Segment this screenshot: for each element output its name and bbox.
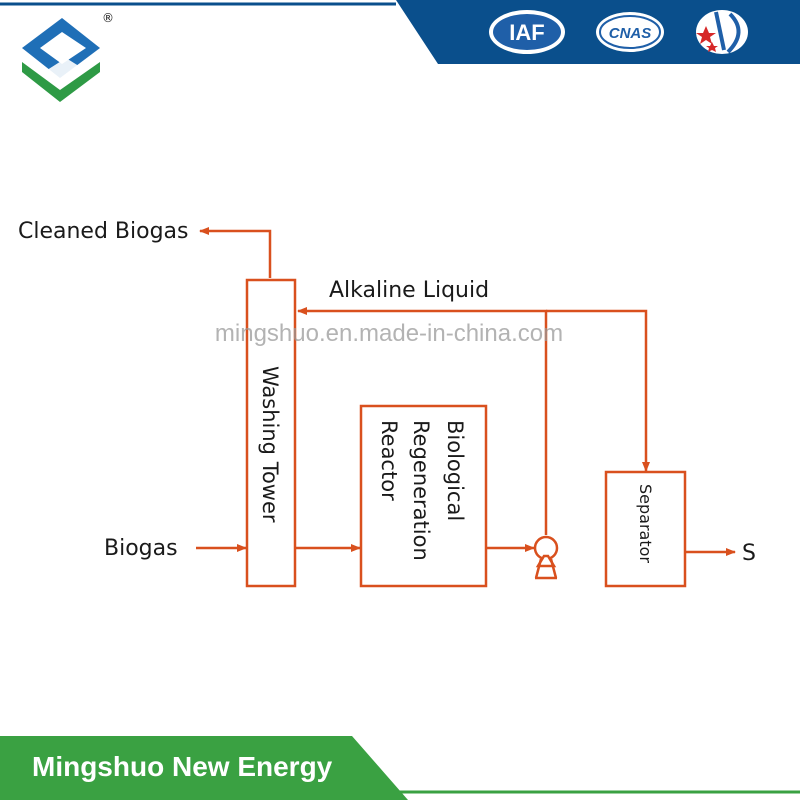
- cleaned-biogas-line: [199, 227, 272, 278]
- registered-mark: ®: [102, 11, 114, 25]
- cleaned-biogas-label: Cleaned Biogas: [18, 219, 189, 244]
- reactor-label-line3: Reactor: [377, 420, 401, 501]
- cnas-badge-text: CNAS: [609, 25, 652, 42]
- footer-band: [0, 736, 408, 800]
- mingshuo-logo-icon: [22, 18, 100, 102]
- header: ® IAF CNAS: [0, 0, 800, 102]
- process-diagram: [196, 227, 736, 588]
- biogas-label: Biogas: [104, 536, 178, 561]
- s-output-label: S: [742, 541, 756, 566]
- reactor-label-line2: Regeneration: [409, 420, 433, 561]
- washing-tower-box: [245, 278, 297, 588]
- watermark: mingshuo.en.made-in-china.com: [215, 320, 563, 347]
- iaf-badge-text: IAF: [509, 20, 544, 45]
- reactor-label-line1: Biological: [443, 420, 467, 521]
- separator-box: [604, 470, 687, 588]
- alkaline-liquid-label: Alkaline Liquid: [329, 278, 489, 303]
- separator-label: Separator: [636, 484, 655, 563]
- to-separator-line: [546, 309, 650, 472]
- iaf-badge: IAF: [489, 10, 565, 54]
- cnas-badge: CNAS: [596, 12, 664, 52]
- footer: Mingshuo New Energy: [0, 736, 800, 800]
- washing-tower-label: Washing Tower: [258, 366, 282, 523]
- reactor-box: [359, 404, 488, 588]
- pump-icon: [533, 535, 559, 580]
- certification-mark-icon: [696, 10, 748, 54]
- footer-title: Mingshuo New Energy: [32, 751, 333, 782]
